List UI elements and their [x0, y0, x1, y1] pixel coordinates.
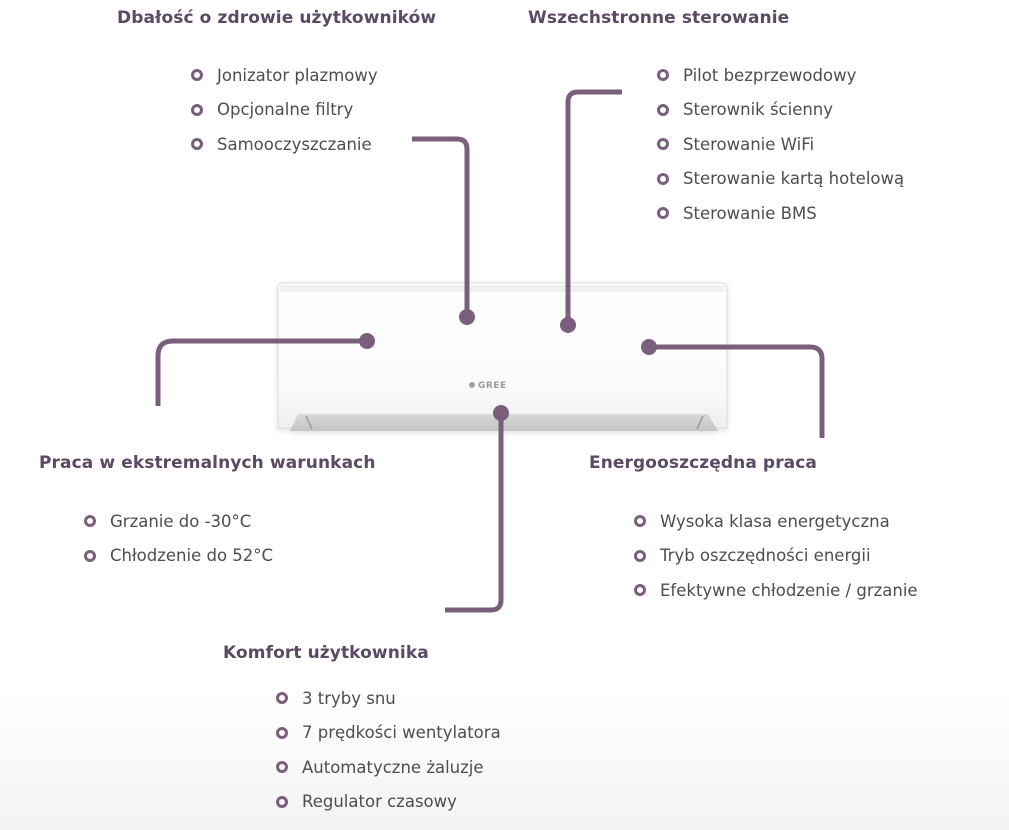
connector-energy [650, 344, 825, 438]
bullet-icon [191, 103, 203, 116]
feature-group-control: Wszechstronne sterowanie [528, 8, 789, 28]
feature-group-comfort: Komfort użytkownika [223, 643, 429, 663]
feature-list-extreme: Grzanie do -30°C Chłodzenie do 52°C [84, 504, 273, 573]
background-fade [0, 690, 1009, 830]
list-item: Pilot bezprzewodowy [657, 58, 904, 93]
feature-heading-control: Wszechstronne sterowanie [528, 8, 790, 28]
connector-lines [155, 89, 825, 613]
bullet-icon [657, 69, 669, 82]
connector-health [412, 136, 470, 315]
bullet-icon [634, 549, 646, 562]
connector-extreme [155, 338, 366, 406]
feature-list-health: Jonizator plazmowy Opcjonalne filtry Sam… [191, 58, 378, 162]
list-item: Wysoka klasa energetyczna [634, 504, 918, 539]
bullet-icon [657, 207, 669, 220]
list-item: Sterownik ścienny [657, 93, 904, 128]
connector-control [565, 89, 622, 323]
list-item: Chłodzenie do 52°C [84, 539, 273, 574]
list-item: Automatyczne żaluzje [276, 750, 501, 785]
bullet-icon [191, 69, 203, 82]
top-intake-grille [280, 285, 725, 292]
bullet-icon [657, 138, 669, 151]
list-item: 7 prędkości wentylatora [276, 716, 501, 751]
feature-heading-energy: Energooszczędna praca [589, 453, 818, 473]
bullet-icon [276, 726, 288, 739]
list-item: 3 tryby snu [276, 681, 501, 716]
bullet-icon [634, 584, 646, 597]
bullet-icon [657, 172, 669, 185]
list-item: Sterowanie BMS [657, 196, 904, 231]
feature-list-energy: Wysoka klasa energetyczna Tryb oszczędno… [634, 504, 918, 608]
bullet-icon [657, 103, 669, 116]
feature-heading-extreme: Praca w ekstremalnych warunkach [39, 453, 376, 473]
connector-comfort [445, 413, 504, 613]
list-item: Tryb oszczędności energii [634, 539, 918, 574]
connector-endpoints [359, 309, 657, 421]
bullet-icon [276, 795, 288, 808]
bullet-icon [84, 549, 96, 562]
list-item: Regulator czasowy [276, 785, 501, 820]
bullet-icon [191, 138, 203, 151]
list-item: Grzanie do -30°C [84, 504, 273, 539]
air-outlet-vent [290, 414, 718, 431]
feature-group-extreme: Praca w ekstremalnych warunkach [39, 453, 376, 473]
feature-heading-comfort: Komfort użytkownika [223, 643, 429, 663]
brand-logo: GREE [478, 381, 507, 391]
bullet-icon [84, 515, 96, 528]
logo-icon [469, 382, 475, 388]
bullet-icon [634, 515, 646, 528]
feature-list-comfort: 3 tryby snu 7 prędkości wentylatora Auto… [276, 681, 501, 819]
feature-group-energy: Energooszczędna praca [589, 453, 817, 473]
feature-group-health: Dbałość o zdrowie użytkowników [117, 8, 436, 28]
list-item: Samooczyszczanie [191, 127, 378, 162]
list-item: Efektywne chłodzenie / grzanie [634, 573, 918, 608]
list-item: Sterowanie WiFi [657, 127, 904, 162]
bullet-icon [276, 692, 288, 705]
air-conditioner-unit [277, 282, 728, 431]
list-item: Jonizator plazmowy [191, 58, 378, 93]
list-item: Sterowanie kartą hotelową [657, 162, 904, 197]
bullet-icon [276, 761, 288, 774]
feature-list-control: Pilot bezprzewodowy Sterownik ścienny St… [657, 58, 904, 231]
feature-heading-health: Dbałość o zdrowie użytkowników [117, 8, 437, 28]
list-item: Opcjonalne filtry [191, 93, 378, 128]
